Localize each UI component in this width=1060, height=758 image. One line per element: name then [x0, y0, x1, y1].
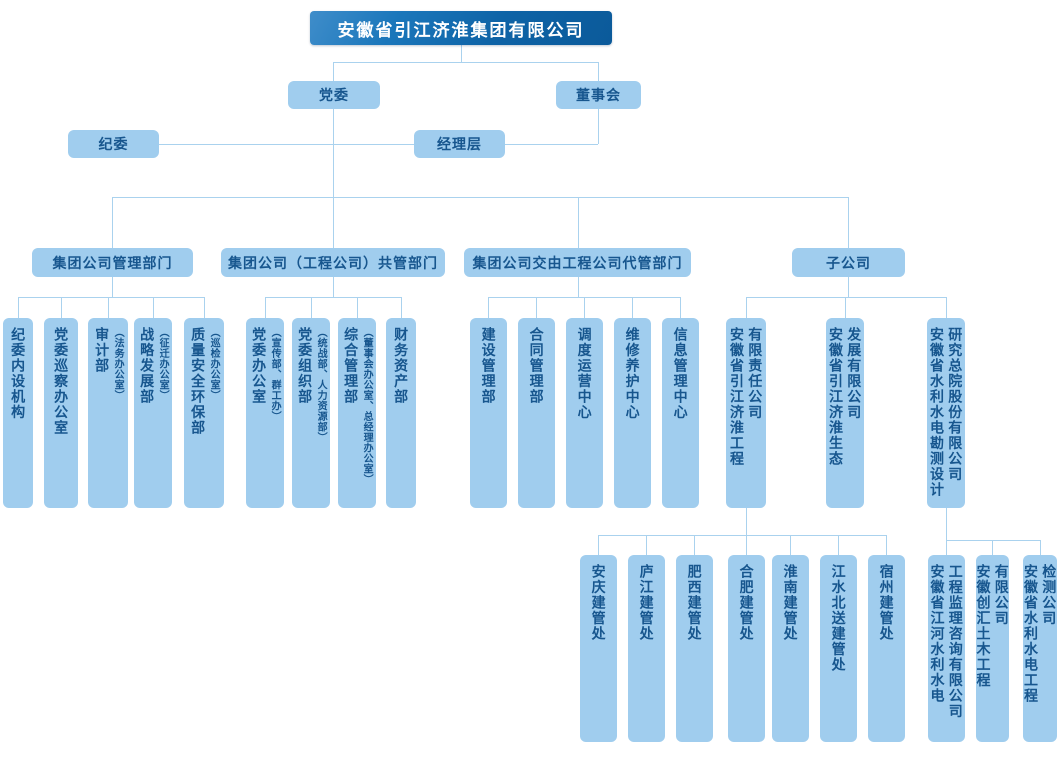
connector-line — [598, 109, 599, 144]
office-suzhou: 宿州建管处 — [868, 555, 905, 742]
connector-line — [536, 297, 537, 318]
subsidiary-yinjiangjihuai-ecology: 安徽省引江济淮生态 发展有限公司 — [826, 318, 864, 508]
group-header-delegated-depts: 集团公司交由工程公司代管部门 — [464, 248, 691, 277]
connector-line — [265, 297, 401, 298]
office-hefei: 合肥建管处 — [728, 555, 765, 742]
connector-line — [333, 109, 334, 248]
connector-line — [598, 62, 599, 81]
connector-line — [333, 62, 334, 81]
connector-line — [112, 277, 113, 297]
connector-line — [680, 297, 681, 318]
group-header-subsidiaries: 子公司 — [792, 248, 905, 277]
dept-party-organization: 党委组织部（统战部、人力资源部） — [292, 318, 330, 508]
connector-line — [598, 535, 599, 555]
root-company-box: 安徽省引江济淮集团有限公司 — [310, 11, 612, 45]
dept-party-inspection-office: 党委巡察办公室 — [44, 318, 78, 508]
connector-line — [18, 297, 204, 298]
connector-line — [159, 144, 414, 145]
connector-line — [1040, 540, 1041, 555]
connector-line — [112, 197, 113, 248]
connector-line — [790, 535, 791, 555]
dept-maintenance-center: 维修养护中心 — [614, 318, 651, 508]
office-anqing: 安庆建管处 — [580, 555, 617, 742]
connector-line — [694, 535, 695, 555]
connector-line — [265, 297, 266, 318]
subsidiary-survey-design-institute: 安徽省水利水电勘测设计 研究总院股份有限公司 — [927, 318, 965, 508]
connector-line — [584, 297, 585, 318]
office-huainan: 淮南建管处 — [772, 555, 809, 742]
party-committee-box: 党委 — [288, 81, 380, 109]
connector-line — [357, 297, 358, 318]
sub-subsidiary-testing-company: 安徽省水利水电工程 检测公司 — [1023, 555, 1057, 742]
board-of-directors-box: 董事会 — [556, 81, 641, 109]
office-feixi: 肥西建管处 — [676, 555, 713, 742]
connector-line — [992, 540, 993, 555]
connector-line — [838, 535, 839, 555]
subsidiary-yinjiangjihuai-engineering: 安徽省引江济淮工程 有限责任公司 — [726, 318, 766, 508]
connector-line — [578, 197, 579, 248]
connector-line — [946, 508, 947, 555]
connector-line — [333, 62, 599, 63]
connector-line — [848, 197, 849, 248]
dept-party-office: 党委办公室（宣传部、群工办） — [246, 318, 284, 508]
connector-line — [333, 277, 334, 297]
dept-dispatch-operation-center: 调度运营中心 — [566, 318, 603, 508]
connector-line — [632, 297, 633, 318]
connector-line — [401, 297, 402, 318]
connector-line — [311, 297, 312, 318]
management-level-box: 经理层 — [414, 130, 505, 158]
connector-line — [578, 277, 579, 297]
dept-general-management: 综合管理部（董事会办公室、总经理办公室） — [338, 318, 376, 508]
connector-line — [112, 197, 848, 198]
dept-finance-assets: 财务资产部 — [386, 318, 416, 508]
dept-contract-management: 合同管理部 — [518, 318, 555, 508]
group-header-joint-depts: 集团公司（工程公司）共管部门 — [221, 248, 445, 277]
connector-line — [746, 508, 747, 555]
dept-quality-safety-environment: 质量安全环保部（巡检办公室） — [184, 318, 224, 508]
dept-strategy-development: 战略发展部（征迁办公室） — [134, 318, 172, 508]
office-lujiang: 庐江建管处 — [628, 555, 665, 742]
connector-line — [845, 297, 846, 318]
group-header-management-depts: 集团公司管理部门 — [32, 248, 193, 277]
connector-line — [598, 535, 887, 536]
sub-subsidiary-jianghe-supervision: 安徽省江河水利水电 工程监理咨询有限公司 — [928, 555, 965, 742]
connector-line — [886, 535, 887, 555]
sub-subsidiary-chuanghui-civil: 安徽创汇土木工程 有限公司 — [976, 555, 1010, 742]
connector-line — [505, 144, 598, 145]
dept-information-center: 信息管理中心 — [662, 318, 699, 508]
dept-construction-management: 建设管理部 — [470, 318, 507, 508]
connector-line — [18, 297, 19, 318]
office-jiangshuibeisong: 江水北送建管处 — [820, 555, 857, 742]
connector-line — [746, 297, 747, 318]
connector-line — [61, 297, 62, 318]
dept-discipline-internal: 纪委内设机构 — [3, 318, 33, 508]
discipline-commission-box: 纪委 — [68, 130, 159, 158]
connector-line — [153, 297, 154, 318]
connector-line — [946, 297, 947, 318]
dept-audit: 审计部（法务办公室） — [88, 318, 128, 508]
connector-line — [646, 535, 647, 555]
connector-line — [461, 45, 462, 62]
connector-line — [746, 297, 946, 298]
connector-line — [946, 540, 1040, 541]
connector-line — [204, 297, 205, 318]
connector-line — [848, 277, 849, 297]
connector-line — [108, 297, 109, 318]
connector-line — [488, 297, 489, 318]
